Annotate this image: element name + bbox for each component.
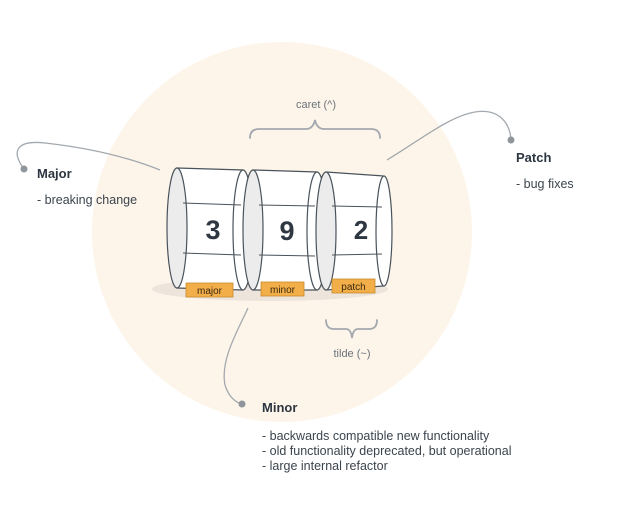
patch-tag: patch [331,278,376,294]
caret-brace [249,119,381,139]
minor-tag: minor [260,281,305,297]
minor-connector [223,307,249,405]
major-items: - breaking change [37,193,137,208]
patch-description: Patch - bug fixes [516,150,574,192]
major-tag-label: major [197,286,223,297]
minor-item: - large internal refactor [262,459,388,473]
minor-item: - backwards compatible new functionality [262,429,490,443]
major-item: - breaking change [37,193,138,207]
tilde-label: tilde (~) [334,348,371,360]
major-description: Major - breaking change [37,166,137,208]
major-digit: 3 [205,215,220,245]
minor-items: - backwards compatible new functionality… [262,429,511,474]
patch-digit: 2 [354,215,368,245]
minor-title: Minor [262,400,298,415]
patch-connector [386,110,512,161]
minor-item: - old functionality deprecated, but oper… [262,444,512,458]
minor-tag-label: minor [270,285,296,296]
patch-item: - bug fixes [516,177,574,191]
minor-drum: 9 [242,169,328,291]
major-title: Major [37,166,72,181]
patch-title: Patch [516,150,552,165]
caret-label: caret (^) [296,99,336,111]
minor-digit: 9 [279,216,294,246]
major-dot [20,165,28,173]
major-drum: 3 [166,167,254,291]
patch-dot [507,136,515,144]
minor-description: Minor - backwards compatible new functio… [262,400,511,474]
tilde-brace [325,319,378,339]
patch-items: - bug fixes [516,177,574,192]
major-connector [16,141,161,171]
patch-drum: 2 [315,171,393,291]
minor-dot [238,400,246,408]
major-tag: major [185,282,234,298]
patch-tag-label: patch [341,282,365,293]
